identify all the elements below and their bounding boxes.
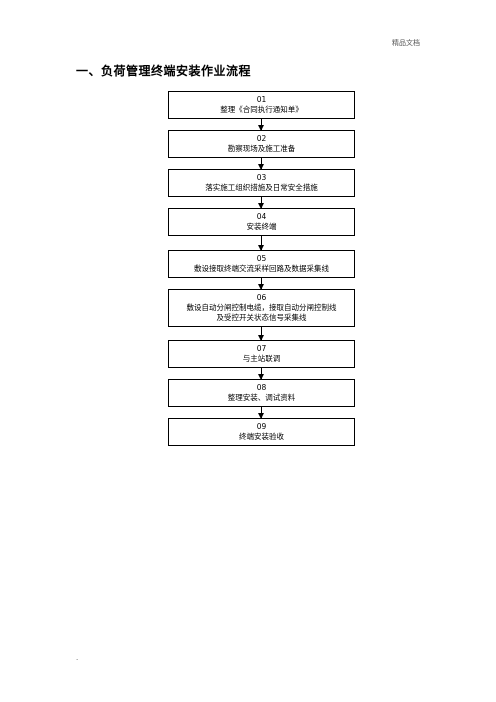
flow-step-text: 整理安装、调试资料	[227, 393, 296, 402]
flow-step-text: 敷设自动分闸控制电缆，接取自动分闸控制线 及受控开关状态信号采集线	[186, 303, 337, 322]
flow-step-number: 07	[256, 344, 267, 353]
flow-step-text: 与主站联调	[242, 354, 281, 363]
flow-step-07: 07 与主站联调	[168, 340, 355, 368]
flow-arrow-down-icon	[258, 327, 264, 341]
flow-step-number: 04	[256, 212, 267, 221]
flow-step-02: 02 勘察现场及施工准备	[168, 130, 355, 158]
flow-step-05: 05 敷设接取终端交流采样回路及数据采集线	[168, 250, 355, 278]
flow-step-text: 落实施工组织措施及日常安全措施	[205, 183, 318, 192]
flow-arrow-down-icon	[258, 407, 264, 419]
flow-step-text: 整理《合同执行通知单》	[220, 105, 303, 114]
flow-arrow-down-icon	[258, 278, 264, 290]
flow-arrow-down-icon	[258, 158, 264, 170]
flow-step-number: 03	[256, 173, 267, 182]
flow-step-number: 06	[256, 293, 267, 302]
page-header-label: 精品文档	[392, 39, 420, 47]
flow-step-03: 03 落实施工组织措施及日常安全措施	[168, 169, 355, 197]
flow-step-text: 敷设接取终端交流采样回路及数据采集线	[194, 264, 329, 273]
flow-step-text: 勘察现场及施工准备	[227, 144, 296, 153]
flow-step-text: 安装终端	[246, 222, 277, 231]
flow-arrow-down-icon	[258, 119, 264, 131]
flow-arrow-down-icon	[258, 236, 264, 251]
page-footer-mark: .	[76, 654, 79, 662]
flow-step-06: 06 敷设自动分闸控制电缆，接取自动分闸控制线 及受控开关状态信号采集线	[168, 289, 355, 327]
page-title: 一、负荷管理终端安装作业流程	[76, 64, 252, 78]
flow-step-number: 05	[256, 254, 267, 263]
flow-arrow-down-icon	[258, 197, 264, 209]
flow-step-04: 04 安装终端	[168, 208, 355, 236]
flow-step-text: 终端安装验收	[239, 432, 284, 441]
flow-step-number: 08	[256, 383, 267, 392]
flow-step-08: 08 整理安装、调试资料	[168, 379, 355, 407]
flow-step-09: 09 终端安装验收	[168, 418, 355, 446]
flow-step-01: 01 整理《合同执行通知单》	[168, 91, 355, 119]
flow-arrow-down-icon	[258, 368, 264, 380]
flow-step-number: 09	[256, 422, 267, 431]
flow-step-number: 01	[256, 95, 267, 104]
flow-step-number: 02	[256, 134, 267, 143]
